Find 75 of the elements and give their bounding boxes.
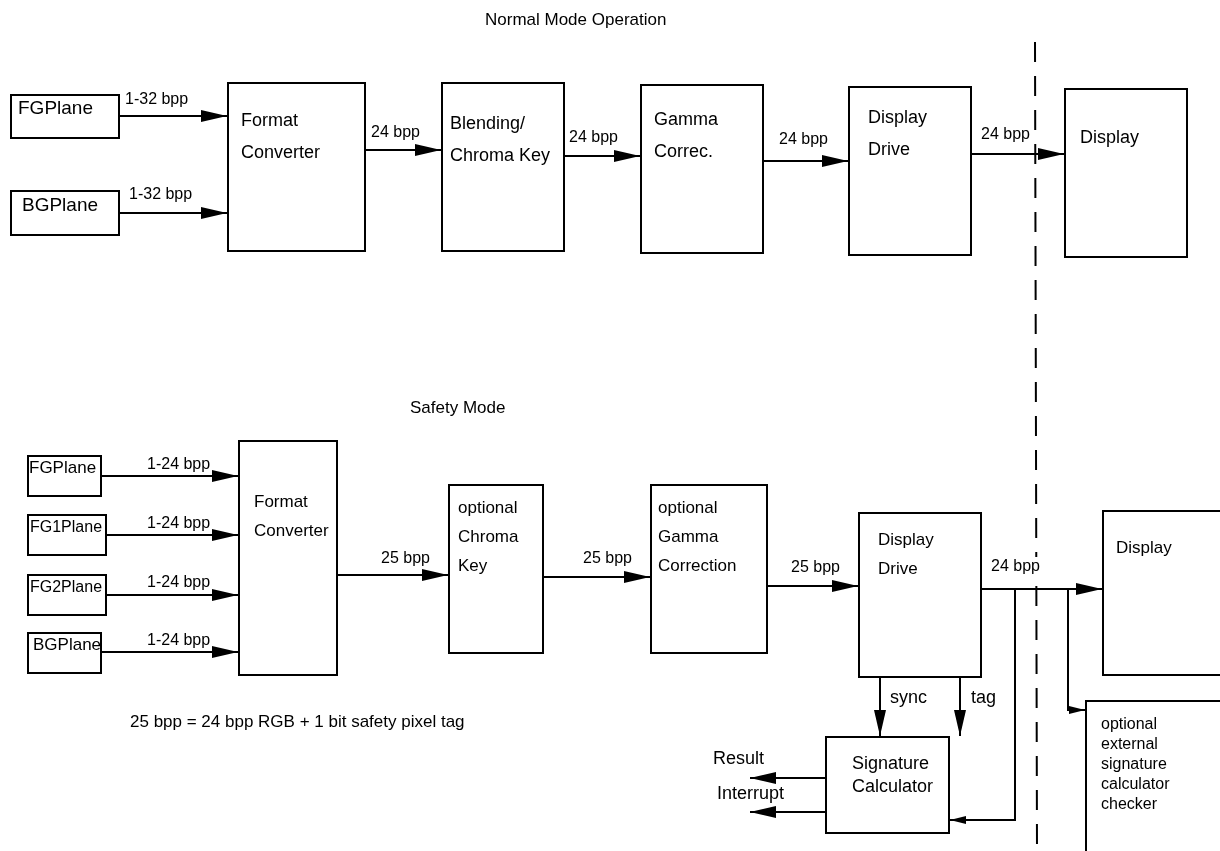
arrow	[564, 150, 641, 162]
edge-label: 1-24 bpp	[146, 573, 212, 591]
box-label: Blending/ Chroma Key	[450, 112, 552, 167]
arrow	[954, 677, 966, 737]
arrow	[763, 155, 849, 167]
plane-box	[27, 574, 107, 616]
section-heading: Safety Mode	[410, 398, 506, 418]
box-label: FG1Plane	[30, 517, 104, 537]
arrow	[106, 529, 239, 541]
plane-box	[27, 632, 102, 674]
edge-label: 25 bpp	[790, 558, 841, 576]
box-label: Display Drive	[868, 106, 929, 161]
arrow	[365, 144, 442, 156]
box-label: optional Chroma Key	[458, 497, 520, 577]
process-box	[227, 82, 366, 252]
edge-label: 25 bpp	[380, 549, 431, 567]
note: 25 bpp = 24 bpp RGB + 1 bit safety pixel tag	[130, 712, 465, 732]
plane-box	[10, 94, 120, 139]
box-label: Signature Calculator	[852, 752, 935, 799]
arrow	[101, 470, 239, 482]
edge-label: 1-24 bpp	[146, 514, 212, 532]
box-label: BGPlane	[33, 634, 100, 656]
edge-label: 1-32 bpp	[124, 90, 190, 108]
box-label: FG2Plane	[30, 577, 104, 597]
arrow	[981, 588, 1086, 714]
process-box	[640, 84, 764, 254]
plane-box	[27, 514, 107, 556]
process-box	[448, 484, 544, 654]
box-label: Format Converter	[241, 109, 322, 165]
display-box	[1102, 510, 1220, 676]
edge-label: sync	[889, 688, 928, 708]
box-label: optional external signature calculator checker	[1101, 714, 1171, 814]
box-label: BGPlane	[22, 193, 100, 217]
plane-box	[10, 190, 120, 236]
arrow	[949, 588, 1016, 824]
process-box	[848, 86, 972, 256]
box-label: Format Converter	[254, 491, 330, 542]
process-box	[825, 736, 950, 834]
process-box	[1085, 700, 1220, 851]
arrow	[119, 110, 228, 122]
edge-label: 25 bpp	[582, 549, 633, 567]
arrow	[543, 571, 651, 583]
box-label: Gamma Correc.	[654, 108, 719, 163]
display-box	[1064, 88, 1188, 258]
arrow	[337, 569, 449, 581]
arrow	[971, 148, 1065, 160]
edge-label: tag	[970, 688, 998, 708]
edge-label: Interrupt	[716, 784, 786, 804]
edge-label: 24 bpp	[370, 123, 421, 141]
arrow	[106, 589, 239, 601]
arrow	[767, 580, 859, 592]
box-label: Display	[1080, 126, 1141, 149]
arrow	[874, 677, 886, 737]
edge-label: 24 bpp	[778, 130, 829, 148]
box-label: FGPlane	[18, 96, 94, 120]
process-box	[650, 484, 768, 654]
edge-label: 24 bpp	[980, 125, 1031, 143]
process-box	[441, 82, 565, 252]
edge-label: 1-24 bpp	[146, 631, 212, 649]
arrow	[749, 772, 826, 784]
box-label: optional Gamma Correction	[658, 497, 738, 577]
box-label: FGPlane	[29, 457, 98, 479]
edge-label: 1-24 bpp	[146, 455, 212, 473]
edge-label: 24 bpp	[990, 557, 1041, 575]
arrow	[749, 806, 826, 818]
plane-box	[27, 455, 102, 497]
box-label: Display Drive	[878, 529, 935, 580]
section-heading: Normal Mode Operation	[485, 10, 667, 30]
process-box	[858, 512, 982, 678]
box-label: Display	[1116, 537, 1173, 559]
process-box	[238, 440, 338, 676]
arrow	[119, 207, 228, 219]
arrow	[101, 646, 239, 658]
edge-label: 1-32 bpp	[128, 185, 194, 203]
edge-label: 24 bpp	[568, 128, 619, 146]
